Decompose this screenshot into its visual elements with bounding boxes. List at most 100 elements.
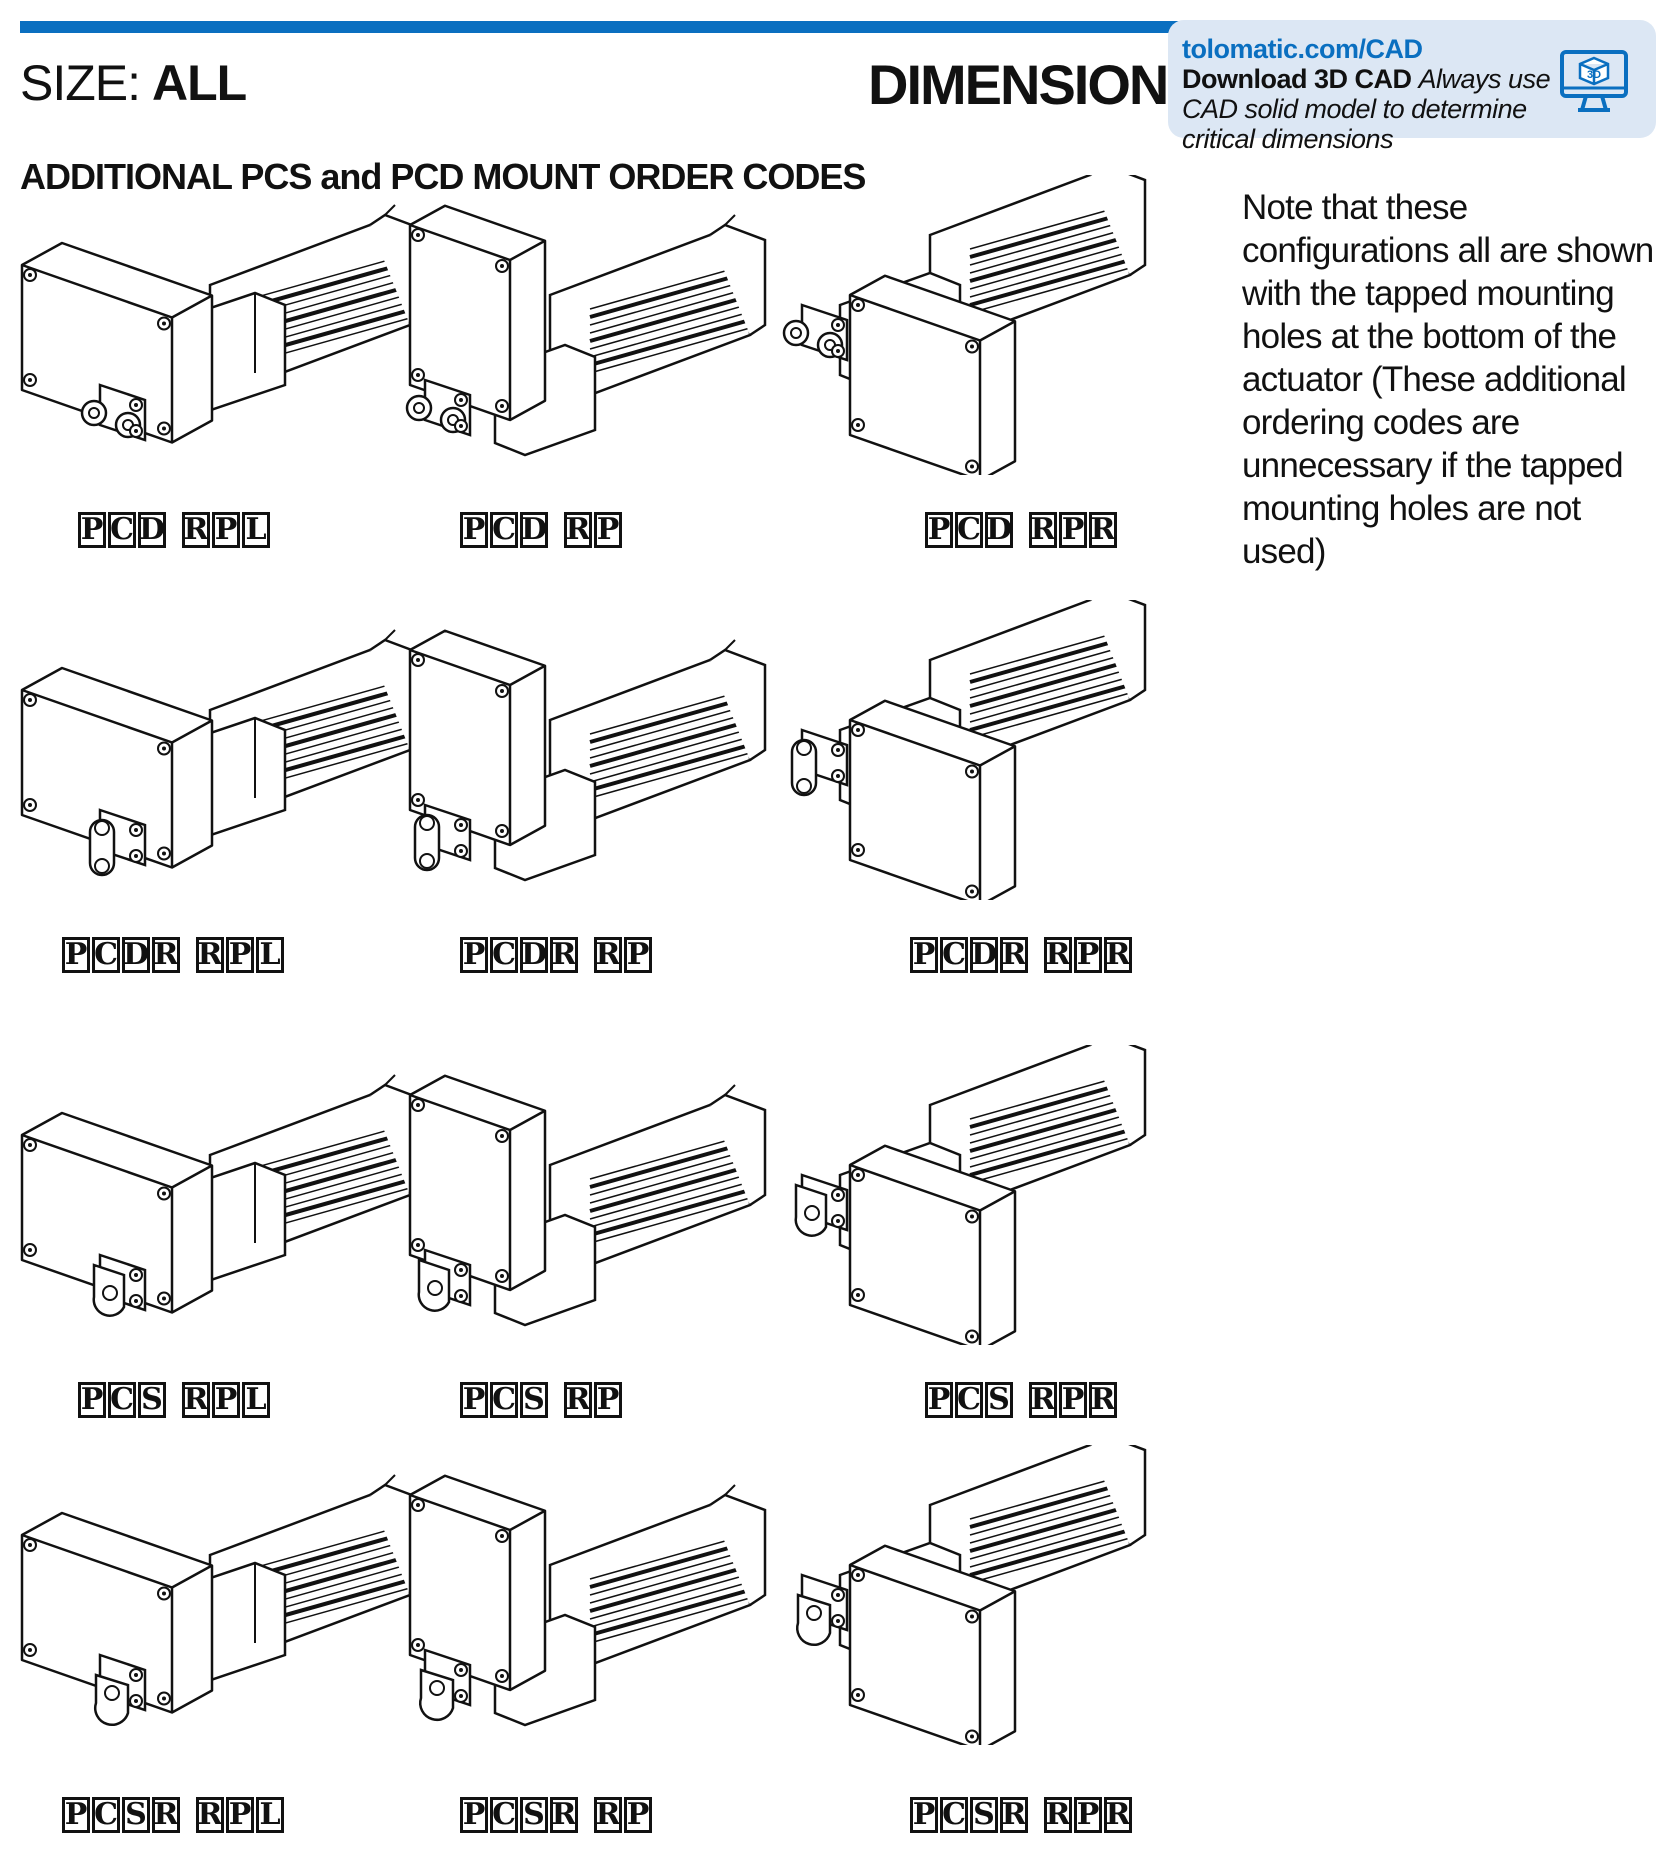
order-code-letter: C [490, 937, 518, 973]
order-code-letter: D [985, 512, 1013, 548]
order-code-letter: P [212, 512, 240, 548]
order-code-letter: C [940, 937, 968, 973]
order-code-letter: S [520, 1382, 548, 1418]
order-code-letter: R [152, 937, 180, 973]
order-code-letter: R [182, 512, 210, 548]
actuator-drawing [20, 1074, 427, 1317]
order-code-letter: C [92, 937, 120, 973]
order-code-letter: P [78, 512, 106, 548]
section-title: ADDITIONAL PCS and PCD MOUNT ORDER CODES [20, 156, 866, 197]
configuration-illustration [385, 1445, 805, 1745]
order-code-letter: P [910, 1797, 938, 1833]
order-code-letter: D [970, 937, 998, 973]
order-code-letter: C [108, 1382, 136, 1418]
order-code-letter: C [92, 1797, 120, 1833]
order-code-letter: L [256, 937, 284, 973]
order-code-letter: L [256, 1797, 284, 1833]
order-code-letter: P [594, 1382, 622, 1418]
order-code-letter: S [520, 1797, 548, 1833]
order-code-letter: P [925, 512, 953, 548]
actuator-drawing [20, 629, 427, 877]
order-code-letter: L [242, 512, 270, 548]
order-code-letter: P [460, 937, 488, 973]
order-code-letter: P [1059, 1382, 1087, 1418]
page-title: DIMENSIONS [868, 53, 1205, 116]
actuator-drawing [405, 204, 767, 457]
order-code-letter: R [564, 1382, 592, 1418]
order-code-letter: R [550, 937, 578, 973]
order-code-letter: R [1000, 937, 1028, 973]
size-heading: SIZE:ALL [20, 54, 247, 112]
order-code-letter: S [985, 1382, 1013, 1418]
cad-download-banner[interactable]: tolomatic.com/CAD Download 3D CAD Always… [1168, 20, 1656, 154]
order-code-letter: C [490, 1382, 518, 1418]
order-code-letter: C [490, 512, 518, 548]
cad-link[interactable]: tolomatic.com/CAD [1182, 34, 1423, 64]
order-code-letter: R [1000, 1797, 1028, 1833]
configuration-illustration [385, 600, 805, 900]
order-code-letter: C [955, 512, 983, 548]
order-code-letter: R [182, 1382, 210, 1418]
order-code-letter: R [1089, 512, 1117, 548]
configuration-illustration [760, 1445, 1180, 1745]
svg-text:3D: 3D [1587, 69, 1601, 81]
order-code-letter: P [460, 1382, 488, 1418]
cad-action[interactable]: Download 3D CAD [1182, 64, 1412, 94]
actuator-drawing [408, 1474, 767, 1727]
configuration-illustration [760, 1045, 1180, 1345]
actuator-drawing [796, 1445, 1147, 1745]
actuator-drawing [782, 175, 1147, 475]
configuration-note: Note that these configurations all are s… [1242, 188, 1654, 571]
configuration-illustration [760, 175, 1180, 475]
order-code-letter: P [212, 1382, 240, 1418]
order-code-letter: P [624, 937, 652, 973]
order-code-letter: S [138, 1382, 166, 1418]
order-code-letter: R [196, 1797, 224, 1833]
order-code-letter: S [970, 1797, 998, 1833]
configuration-illustration [760, 600, 1180, 900]
order-code-letter: P [1074, 937, 1102, 973]
order-code-letter: P [62, 937, 90, 973]
cad-banner-text: tolomatic.com/CAD Download 3D CAD Always… [1182, 34, 1552, 154]
order-code-letter: R [152, 1797, 180, 1833]
order-code-letter: C [955, 1382, 983, 1418]
order-code-letter: P [226, 1797, 254, 1833]
configuration-illustration [10, 1445, 430, 1745]
actuator-drawing [20, 1474, 427, 1726]
order-code-letter: R [1104, 937, 1132, 973]
configuration-illustration [385, 175, 805, 475]
order-code-letter: C [940, 1797, 968, 1833]
order-code-letter: R [550, 1797, 578, 1833]
order-code-letter: R [1104, 1797, 1132, 1833]
cad-note: Always use CAD solid model to determine … [1182, 64, 1551, 154]
actuator-drawing [20, 204, 427, 444]
order-code-letter: P [1074, 1797, 1102, 1833]
3d-monitor-icon[interactable]: 3D [1558, 44, 1630, 116]
order-code-letter: P [78, 1382, 106, 1418]
actuator-drawing [794, 1045, 1147, 1345]
order-code-letter: R [1029, 512, 1057, 548]
order-code-letter: P [460, 512, 488, 548]
